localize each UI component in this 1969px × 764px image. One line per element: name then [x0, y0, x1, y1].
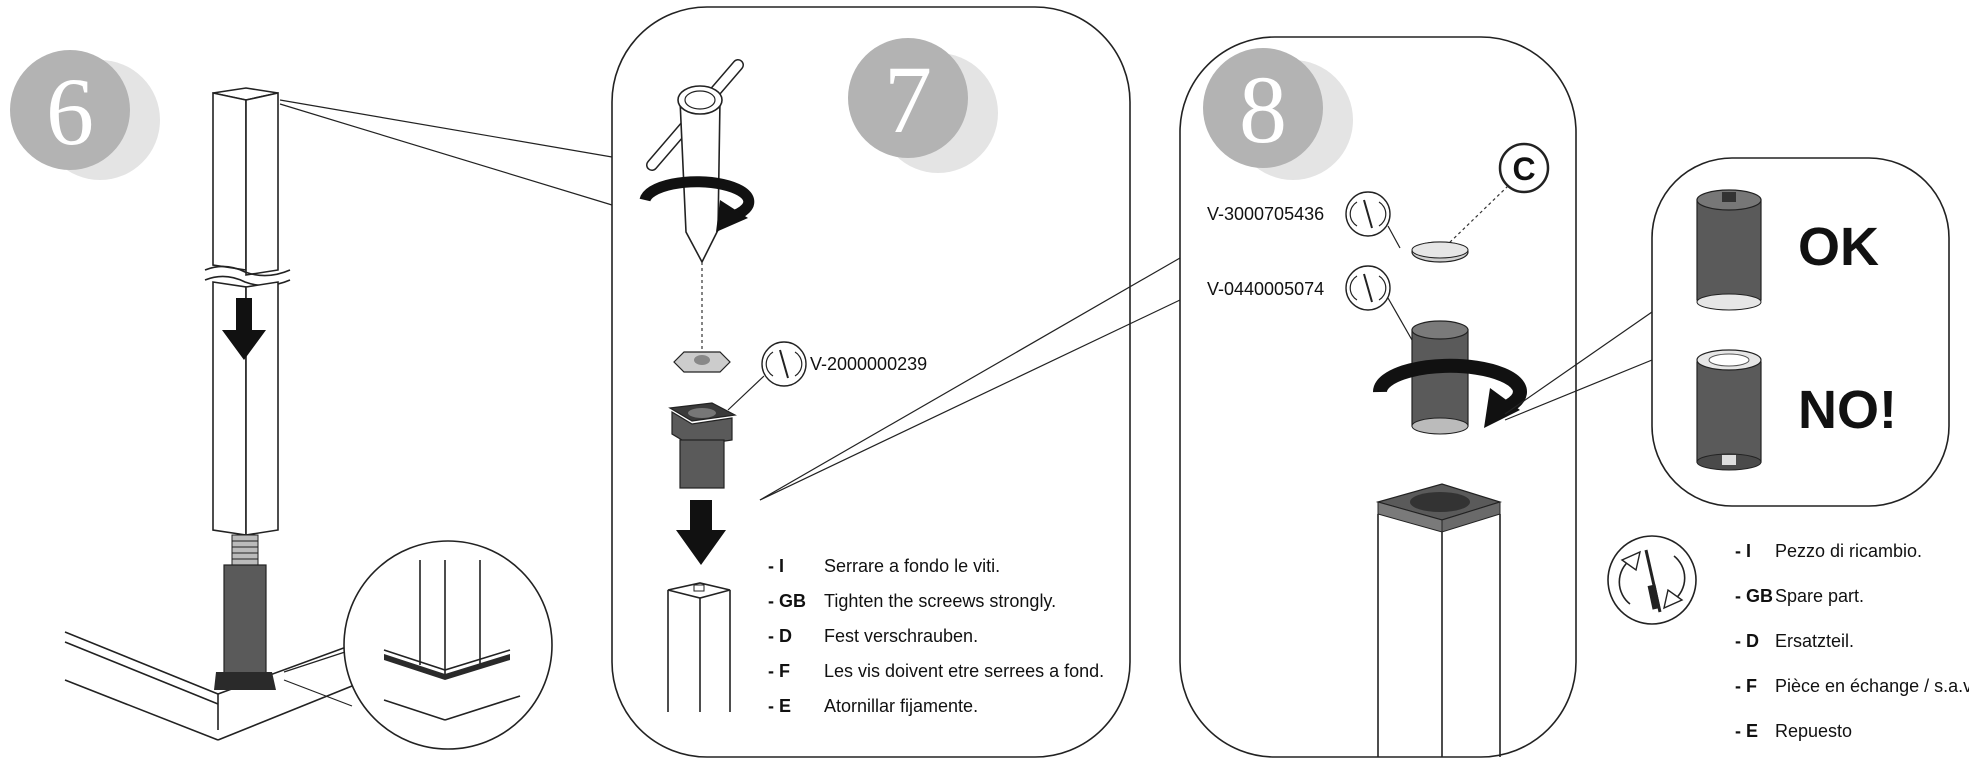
callout-letter: C: [1512, 151, 1535, 187]
svg-text:Atornillar fijamente.: Atornillar fijamente.: [824, 696, 978, 716]
spare-part-icon: [1345, 265, 1391, 311]
svg-text:Tighten the screews strongly.: Tighten the screews strongly.: [824, 591, 1056, 611]
rotate-arrow-icon: [639, 176, 755, 224]
legend-row: - E Repuesto: [1735, 721, 1852, 741]
svg-text:- I: - I: [1735, 541, 1751, 561]
svg-text:- I: - I: [768, 556, 784, 576]
legend-row: - I Pezzo di ricambio.: [1735, 541, 1922, 561]
legend-row: - D Ersatzteil.: [1735, 631, 1854, 651]
svg-text:- GB: - GB: [1735, 586, 1773, 606]
step-6-drawing: [64, 87, 553, 750]
svg-text:Ersatzteil.: Ersatzteil.: [1775, 631, 1854, 651]
svg-text:- F: - F: [768, 661, 790, 681]
step-8-drawing: C V-3000705436 V-0440005074: [1207, 142, 1550, 757]
svg-text:- F: - F: [1735, 676, 1757, 696]
instruction-row: - F Les vis doivent etre serrees a fond.: [768, 661, 1104, 681]
svg-text:Repuesto: Repuesto: [1775, 721, 1852, 741]
no-label: NO!: [1798, 380, 1897, 440]
no-cylinder: [1696, 349, 1762, 471]
step-8-part-code-1: V-3000705436: [1207, 204, 1324, 224]
svg-text:Pezzo di ricambio.: Pezzo di ricambio.: [1775, 541, 1922, 561]
step-8-part-code-2: V-0440005074: [1207, 279, 1324, 299]
legend-row: - GB Spare part.: [1735, 586, 1864, 606]
step-7-drawing: V-2000000239: [639, 59, 927, 712]
legend-row: - F Pièce en échange / s.a.v.: [1735, 676, 1969, 696]
step-6-badge: 6: [10, 50, 160, 180]
svg-text:- D: - D: [768, 626, 792, 646]
step-8-number: 8: [1239, 56, 1287, 163]
step-7-instructions: - I Serrare a fondo le viti. - GB Tighte…: [768, 556, 1104, 716]
instruction-row: - I Serrare a fondo le viti.: [768, 556, 1000, 576]
rotate-arrow-icon: [1372, 358, 1527, 417]
svg-text:Spare part.: Spare part.: [1775, 586, 1864, 606]
svg-text:Pièce en échange / s.a.v.: Pièce en échange / s.a.v.: [1775, 676, 1969, 696]
step-7-panel: [611, 6, 1131, 758]
arrow-down-icon: [676, 500, 726, 565]
ok-no-panel: [1651, 157, 1950, 507]
ok-cylinder: [1696, 189, 1762, 311]
step-8-badge: 8: [1203, 48, 1353, 180]
instruction-row: - E Atornillar fijamente.: [768, 696, 978, 716]
step-7-part-code: V-2000000239: [810, 354, 927, 374]
ok-label: OK: [1798, 217, 1879, 277]
step-6-number: 6: [46, 58, 94, 165]
svg-text:Les vis doivent etre serrees a: Les vis doivent etre serrees a fond.: [824, 661, 1104, 681]
svg-text:- D: - D: [1735, 631, 1759, 651]
instruction-row: - D Fest verschrauben.: [768, 626, 978, 646]
svg-text:- E: - E: [768, 696, 791, 716]
svg-text:- GB: - GB: [768, 591, 806, 611]
spare-part-icon: [761, 341, 807, 387]
step-7-number: 7: [884, 46, 932, 153]
svg-text:Serrare a fondo le viti.: Serrare a fondo le viti.: [824, 556, 1000, 576]
arrow-down-icon: [222, 298, 266, 360]
legend-entries: - I Pezzo di ricambio. - GB Spare part. …: [1735, 541, 1969, 741]
legend-spare-part-icon: [1607, 535, 1697, 625]
instruction-row: - GB Tighten the screews strongly.: [768, 591, 1056, 611]
svg-text:- E: - E: [1735, 721, 1758, 741]
spare-part-icon: [1345, 191, 1391, 237]
step-6-detail: [383, 560, 521, 721]
step-7-badge: 7: [848, 38, 998, 173]
svg-text:Fest verschrauben.: Fest verschrauben.: [824, 626, 978, 646]
